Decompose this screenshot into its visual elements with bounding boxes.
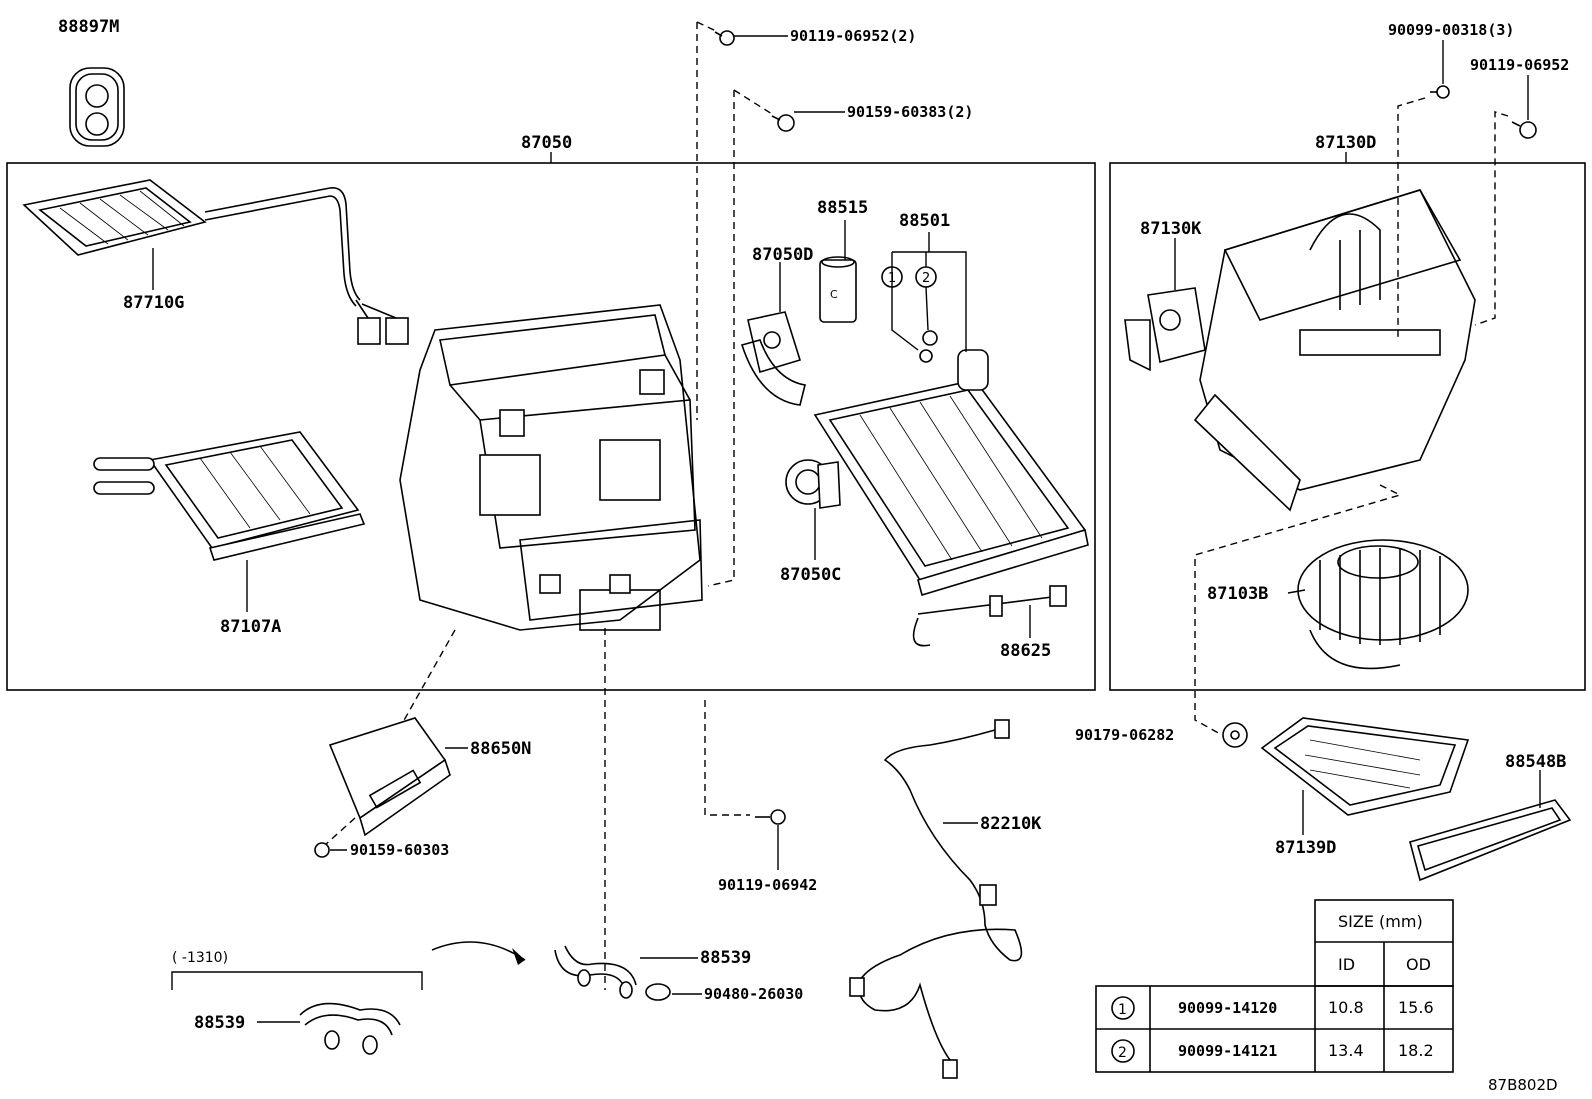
wire-harness-82210K[interactable] (849, 719, 1023, 1079)
label-88548B[interactable]: 88548B (1505, 752, 1566, 772)
size-table: SIZE (mm) ID OD 1 90099-14120 10.8 15.6 … (1095, 899, 1454, 1073)
servo-87130K[interactable] (1124, 287, 1206, 372)
label-90119-06942[interactable]: 90119-06942 (718, 876, 817, 894)
screw-90099-00318-icon[interactable] (1430, 85, 1450, 99)
label-87130D[interactable]: 87130D (1315, 133, 1376, 153)
label-87710G[interactable]: 87710G (123, 293, 184, 313)
filter-cover-88548B[interactable] (1409, 799, 1572, 882)
label-88539-old[interactable]: 88539 (194, 1013, 245, 1033)
servo-87050D[interactable] (740, 311, 806, 406)
o-ring-2-icon[interactable] (922, 330, 938, 346)
expansion-valve-88515[interactable]: C (819, 256, 857, 323)
label-88625[interactable]: 88625 (1000, 641, 1051, 661)
thermistor-88625[interactable] (912, 585, 1067, 647)
row-1-mark-text: 1 (1118, 1002, 1127, 1018)
pipe-core-87710G[interactable] (22, 179, 409, 345)
heater-core-87107A[interactable] (93, 431, 366, 561)
bolt-90119-06942-icon[interactable] (755, 809, 786, 825)
screw-90159-60303-icon[interactable] (314, 842, 330, 858)
row-2-mark (1111, 1039, 1135, 1063)
screw-90119-06952-blower-icon[interactable] (1511, 121, 1537, 139)
label-88539-new[interactable]: 88539 (700, 948, 751, 968)
row-1-od: 15.6 (1398, 998, 1434, 1017)
evaporator-88501[interactable] (813, 349, 1089, 597)
amplifier-88650N[interactable] (328, 717, 451, 837)
label-90159-60383-2[interactable]: 90159-60383(2) (847, 103, 973, 121)
label-87050D[interactable]: 87050D (752, 245, 813, 265)
label-87103B[interactable]: 87103B (1207, 584, 1268, 604)
size-table-col-id: ID (1338, 955, 1355, 974)
label-90099-00318-3[interactable]: 90099-00318(3) (1388, 21, 1514, 39)
label-88501[interactable]: 88501 (899, 211, 950, 231)
bolt-90159-60383-icon[interactable] (771, 114, 795, 132)
grommet-88897M[interactable] (69, 67, 125, 147)
blower-case-87130D[interactable] (1193, 189, 1476, 512)
label-88515[interactable]: 88515 (817, 198, 868, 218)
clip-90179-06282-icon[interactable] (1222, 722, 1248, 748)
label-90480-26030[interactable]: 90480-26030 (704, 985, 803, 1003)
drain-hose-88539-new[interactable] (554, 945, 637, 999)
label-87107A[interactable]: 87107A (220, 617, 281, 637)
row-2-part[interactable]: 90099-14121 (1178, 1042, 1277, 1060)
label-87050[interactable]: 87050 (521, 133, 572, 153)
label-82210K[interactable]: 82210K (980, 814, 1042, 834)
diagram-code: 87B802D (1488, 1076, 1558, 1094)
drain-hose-88539-old[interactable] (299, 1002, 401, 1055)
air-filter-87139D[interactable] (1260, 717, 1470, 816)
callout-2-text: 2 (922, 271, 930, 286)
label-88897M[interactable]: 88897M (58, 17, 119, 37)
size-table-col-od: OD (1406, 955, 1431, 974)
row-2-id: 13.4 (1328, 1041, 1364, 1060)
row-2-mark-text: 2 (1118, 1045, 1127, 1061)
arrow-icon (512, 948, 525, 965)
label-90119-06952-2[interactable]: 90119-06952(2) (790, 27, 916, 45)
size-table-title: SIZE (mm) (1338, 912, 1423, 931)
svg-text:C: C (830, 288, 838, 301)
label-90159-60303[interactable]: 90159-60303 (350, 841, 449, 859)
servo-87050C[interactable] (785, 459, 841, 509)
range-note: ( -1310) (172, 950, 228, 966)
label-87130K[interactable]: 87130K (1140, 219, 1202, 239)
blower-unit-frame (1109, 162, 1586, 691)
blower-motor-87103B[interactable] (1297, 539, 1469, 670)
label-87050C[interactable]: 87050C (780, 565, 841, 585)
row-1-id: 10.8 (1328, 998, 1364, 1017)
grommet-90480-26030-icon[interactable] (645, 983, 671, 1001)
row-1-mark (1111, 996, 1135, 1020)
label-88650N[interactable]: 88650N (470, 739, 531, 759)
row-2-od: 18.2 (1398, 1041, 1434, 1060)
o-ring-1-icon[interactable] (919, 349, 933, 363)
label-90119-06952[interactable]: 90119-06952 (1470, 56, 1569, 74)
bolt-90119-06952-icon[interactable] (714, 30, 735, 46)
hvac-case-87050[interactable] (399, 304, 703, 631)
label-87139D[interactable]: 87139D (1275, 838, 1336, 858)
row-1-part[interactable]: 90099-14120 (1178, 999, 1277, 1017)
label-90179-06282[interactable]: 90179-06282 (1075, 726, 1174, 744)
